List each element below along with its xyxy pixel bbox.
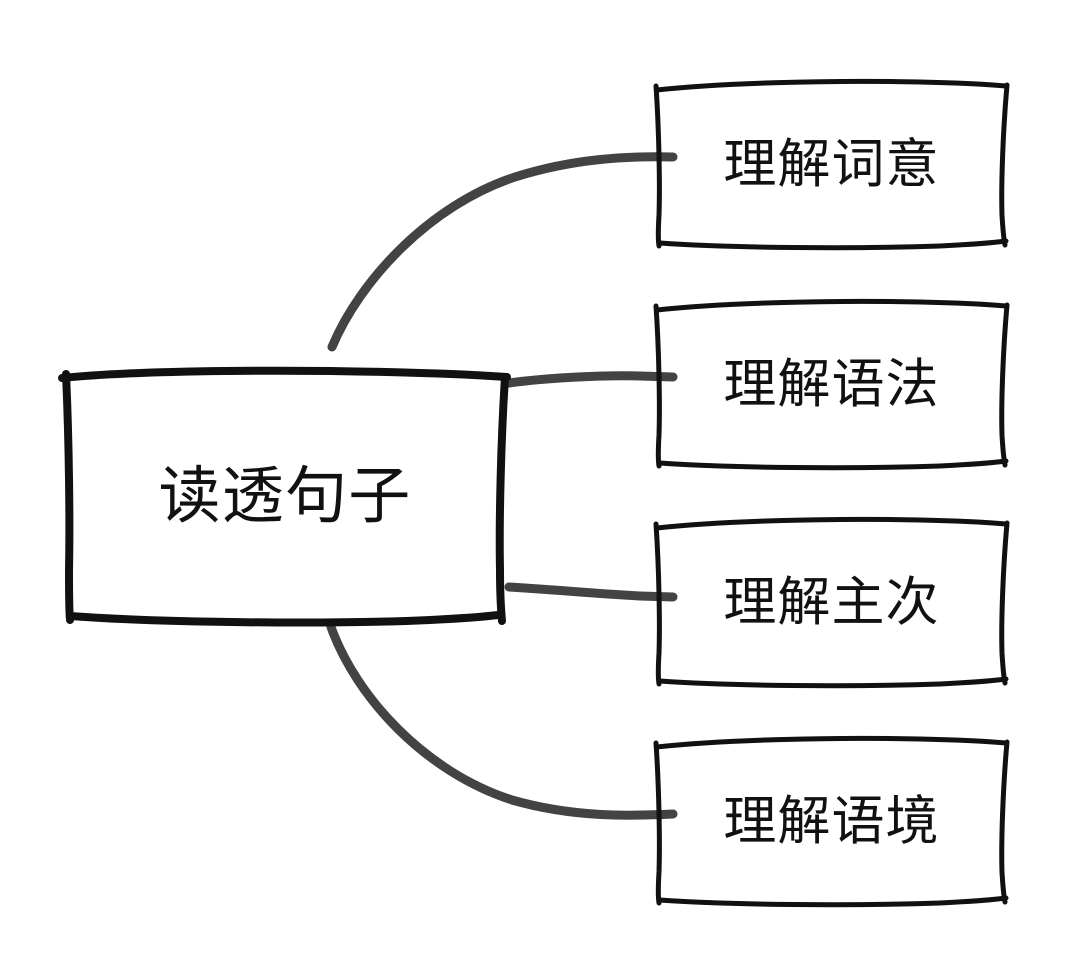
child-3-edge-left (653, 521, 662, 687)
child-3-edge-bottom (657, 676, 1009, 689)
child-node-label-2: 理解语法 (723, 354, 940, 414)
child-4-edge-bottom (657, 895, 1009, 908)
connector-root-to-child-1 (327, 152, 678, 352)
connector-root-to-child-4 (326, 622, 678, 820)
root-node-box[interactable] (58, 366, 511, 627)
connector-root-to-child-2 (504, 371, 678, 388)
root-box-edge-bottom (66, 611, 502, 627)
root-node-label: 读透句子 (158, 461, 412, 531)
child-node-box-4[interactable] (653, 735, 1010, 908)
child-node-box-1[interactable] (653, 78, 1010, 251)
child-4-edge-left (653, 740, 662, 906)
child-1-edge-top (654, 78, 1009, 93)
child-4-edge-top (654, 735, 1009, 750)
root-box-edge-left (62, 370, 74, 624)
child-1-edge-left (653, 83, 662, 249)
child-node-label-3: 理解主次 (723, 572, 940, 632)
child-2-edge-top (654, 298, 1009, 313)
child-node-box-3[interactable] (653, 516, 1010, 689)
child-1-edge-right (999, 82, 1010, 248)
connector-group (326, 152, 678, 820)
child-node-label-4: 理解语境 (723, 791, 940, 851)
child-2-edge-left (653, 303, 662, 469)
child-3-edge-right (999, 520, 1010, 686)
child-3-edge-top (654, 516, 1009, 531)
root-box-edge-top (58, 366, 511, 382)
child-1-edge-bottom (657, 238, 1009, 251)
child-2-edge-right (999, 302, 1010, 468)
child-4-edge-right (999, 739, 1010, 905)
child-node-box-2[interactable] (653, 298, 1010, 471)
child-node-label-1: 理解词意 (723, 134, 940, 194)
child-2-edge-bottom (657, 458, 1009, 471)
root-box-edge-right (495, 373, 509, 625)
connector-root-to-child-3 (504, 582, 678, 602)
